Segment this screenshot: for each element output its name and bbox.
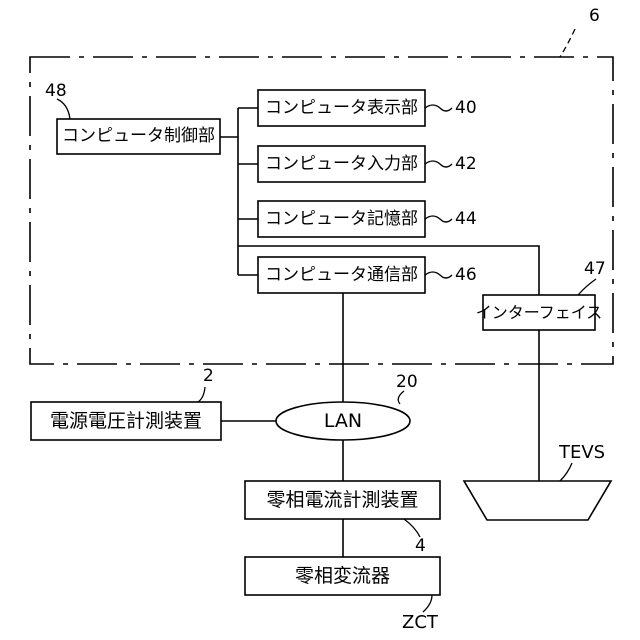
computer-display-label: コンピュータ表示部 — [258, 90, 425, 126]
zero-phase-meter-label: 零相電流計測装置 — [245, 481, 440, 519]
ref-47: 47 — [584, 261, 606, 278]
ref-4: 4 — [415, 538, 426, 555]
leader-6 — [560, 29, 575, 57]
zct-label: 零相変流器 — [245, 557, 440, 595]
voltage-meter-label: 電源電圧計測装置 — [31, 402, 221, 440]
ref-48: 48 — [45, 83, 67, 100]
ref-2: 2 — [203, 368, 214, 385]
computer-control-label: コンピュータ制御部 — [57, 119, 220, 154]
ref-46: 46 — [455, 267, 477, 284]
tevs-shape — [464, 481, 611, 520]
interface-label: インターフェイス — [483, 295, 595, 330]
lan-label: LAN — [276, 402, 410, 440]
ref-40: 40 — [455, 100, 477, 117]
ref-20: 20 — [396, 374, 418, 391]
ref-44: 44 — [455, 211, 477, 228]
computer-comm-label: コンピュータ通信部 — [258, 257, 425, 293]
ref-tevs: TEVS — [559, 444, 605, 462]
ref-6: 6 — [589, 8, 600, 25]
ref-42: 42 — [455, 156, 477, 173]
computer-storage-label: コンピュータ記憶部 — [258, 201, 425, 237]
ref-zct: ZCT — [402, 614, 438, 632]
computer-input-label: コンピュータ入力部 — [258, 146, 425, 182]
